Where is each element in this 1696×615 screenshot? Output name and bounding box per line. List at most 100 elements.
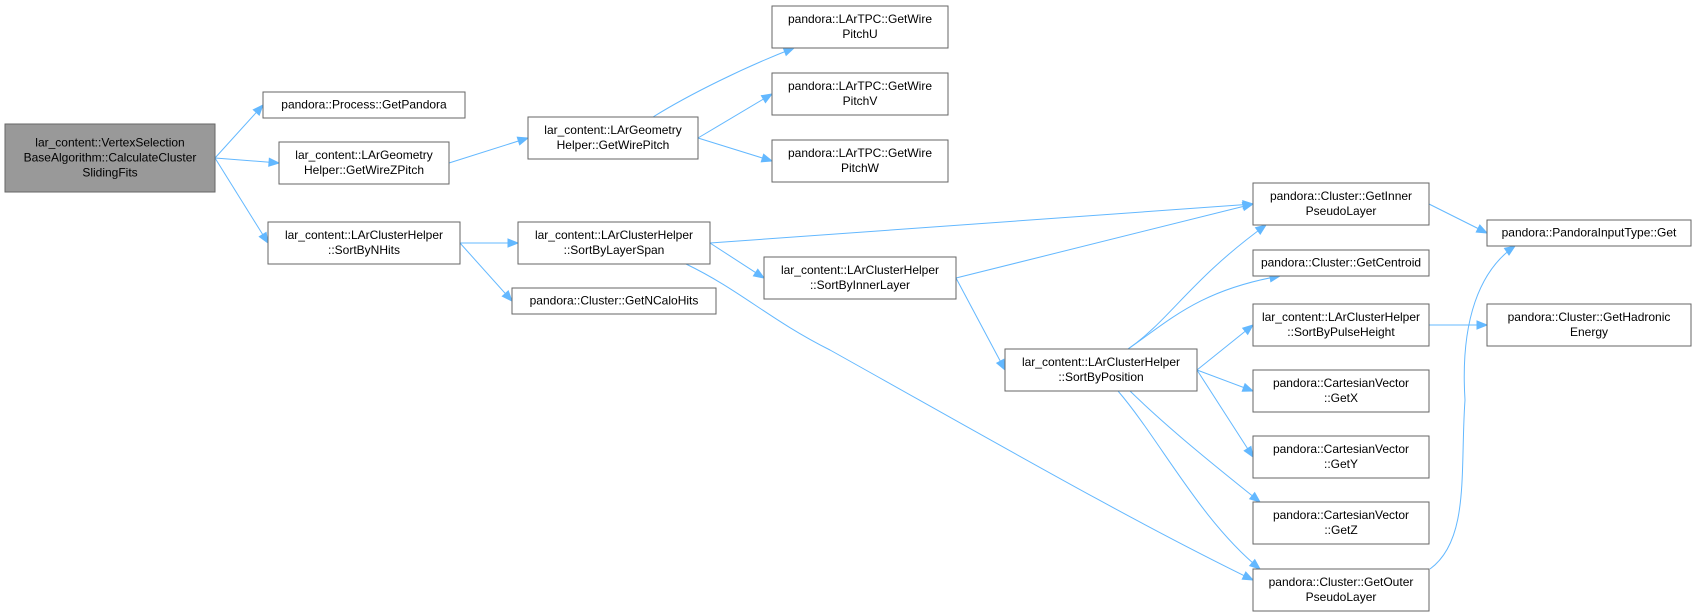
- call-edge-sortByPosition-to-sortByPulseHeight: [1196, 324, 1255, 371]
- node-label: PitchU: [842, 27, 877, 41]
- arrow-head-icon: [1503, 245, 1517, 256]
- edge-line: [652, 47, 795, 118]
- node-label: PseudoLayer: [1306, 204, 1377, 218]
- graph-node-getY[interactable]: pandora::CartesianVector::GetY: [1252, 435, 1430, 479]
- arrow-head-icon: [1241, 324, 1255, 336]
- node-label: ::SortByPulseHeight: [1287, 325, 1395, 339]
- node-label: ::SortByPosition: [1058, 370, 1143, 384]
- edge-line: [1129, 390, 1261, 503]
- arrow-head-icon: [1243, 445, 1254, 459]
- call-edge-sortByPosition-to-getOuterPseudoLayer: [1117, 390, 1262, 570]
- node-label: lar_content::LArClusterHelper: [535, 228, 693, 242]
- node-label: ::SortByNHits: [328, 243, 400, 257]
- call-edge-sortByPulseHeight-to-getHadronicEnergy: [1429, 320, 1489, 330]
- node-box: [511, 287, 717, 315]
- graph-node-getCentroid[interactable]: pandora::Cluster::GetCentroid: [1252, 249, 1430, 277]
- arrow-head-icon: [268, 157, 281, 167]
- graph-node-sortByNHits[interactable]: lar_content::LArClusterHelper::SortByNHi…: [267, 221, 461, 265]
- node-label: pandora::Cluster::GetNCaloHits: [530, 294, 699, 308]
- arrow-head-icon: [760, 93, 774, 104]
- node-label: pandora::LArTPC::GetWire: [788, 146, 932, 160]
- call-edge-getWirePitch-to-pitchV: [697, 93, 774, 139]
- node-label: Helper::GetWirePitch: [557, 138, 670, 152]
- graph-node-sortByPosition[interactable]: lar_content::LArClusterHelper::SortByPos…: [1004, 348, 1198, 392]
- arrow-head-icon: [1241, 382, 1255, 392]
- node-box: [763, 256, 957, 300]
- node-label: pandora::CartesianVector: [1273, 442, 1409, 456]
- call-edge-sortByNHits-to-getNCaloHits: [459, 242, 513, 303]
- node-label: lar_content::LArClusterHelper: [781, 263, 939, 277]
- node-box: [1252, 568, 1430, 612]
- call-edge-sortByInnerLayer-to-getInnerPseudoLayer: [955, 201, 1255, 279]
- node-label: pandora::Cluster::GetCentroid: [1261, 256, 1421, 270]
- node-label: pandora::CartesianVector: [1273, 508, 1409, 522]
- edge-line: [1196, 369, 1254, 458]
- node-box: [517, 221, 711, 265]
- node-label: ::GetZ: [1324, 523, 1357, 537]
- graph-node-sortByInnerLayer[interactable]: lar_content::LArClusterHelper::SortByInn…: [763, 256, 957, 300]
- node-label: pandora::Cluster::GetHadronic: [1508, 310, 1671, 324]
- graph-node-getWirePitch[interactable]: lar_content::LArGeometryHelper::GetWireP…: [527, 116, 699, 160]
- node-box: [771, 139, 949, 183]
- node-box: [4, 123, 216, 193]
- call-edge-sortByPosition-to-getY: [1196, 369, 1254, 459]
- call-graph-edges: [214, 47, 1517, 581]
- call-edge-root-to-getWireZPitch: [214, 157, 281, 167]
- graph-node-getWireZPitch[interactable]: lar_content::LArGeometryHelper::GetWireZ…: [278, 141, 450, 185]
- node-label: lar_content::LArClusterHelper: [1022, 355, 1180, 369]
- edge-line: [1196, 324, 1254, 371]
- arrow-head-icon: [507, 238, 520, 248]
- call-edge-getOuterPseudoLayer-to-inputTypeGet: [1429, 245, 1517, 570]
- node-box: [1252, 501, 1430, 545]
- edge-line: [1117, 390, 1261, 570]
- arrow-head-icon: [258, 231, 269, 245]
- arrow-head-icon: [752, 268, 766, 279]
- node-label: lar_content::LArClusterHelper: [285, 228, 443, 242]
- node-box: [771, 5, 949, 49]
- node-box: [1486, 219, 1692, 247]
- call-graph-nodes: lar_content::VertexSelectionBaseAlgorith…: [4, 5, 1692, 612]
- node-box: [262, 91, 466, 119]
- graph-node-getPandora[interactable]: pandora::Process::GetPandora: [262, 91, 466, 119]
- node-label: Energy: [1570, 325, 1608, 339]
- arrow-head-icon: [252, 104, 264, 116]
- graph-node-sortByPulseHeight[interactable]: lar_content::LArClusterHelper::SortByPul…: [1252, 303, 1430, 347]
- node-label: lar_content::VertexSelection: [35, 136, 184, 150]
- edge-line: [955, 277, 1006, 371]
- edge-line: [214, 157, 269, 244]
- node-label: BaseAlgorithm::CalculateCluster: [24, 151, 197, 165]
- edge-line: [1127, 275, 1281, 350]
- graph-node-getX[interactable]: pandora::CartesianVector::GetX: [1252, 369, 1430, 413]
- node-box: [278, 141, 450, 185]
- graph-node-getNCaloHits[interactable]: pandora::Cluster::GetNCaloHits: [511, 287, 717, 315]
- node-label: SlidingFits: [82, 166, 137, 180]
- arrow-head-icon: [1248, 491, 1262, 503]
- call-edge-sortByPosition-to-getX: [1196, 369, 1255, 392]
- node-label: pandora::PandoraInputType::Get: [1502, 226, 1677, 240]
- node-label: pandora::Cluster::GetInner: [1270, 189, 1412, 203]
- node-label: pandora::Cluster::GetOuter: [1269, 575, 1414, 589]
- node-box: [267, 221, 461, 265]
- node-label: ::SortByLayerSpan: [564, 243, 665, 257]
- node-box: [1252, 303, 1430, 347]
- edge-line: [1127, 224, 1267, 350]
- graph-node-sortByLayerSpan[interactable]: lar_content::LArClusterHelper::SortByLay…: [517, 221, 711, 265]
- edge-line: [214, 104, 264, 159]
- arrow-head-icon: [1475, 224, 1489, 234]
- node-label: ::GetX: [1324, 391, 1358, 405]
- edge-line: [709, 203, 1254, 244]
- graph-node-root[interactable]: lar_content::VertexSelectionBaseAlgorith…: [4, 123, 216, 193]
- graph-node-inputTypeGet[interactable]: pandora::PandoraInputType::Get: [1486, 219, 1692, 247]
- edge-line: [709, 242, 765, 279]
- node-label: pandora::Process::GetPandora: [281, 98, 447, 112]
- edge-line: [955, 203, 1254, 279]
- node-label: Helper::GetWireZPitch: [304, 163, 424, 177]
- graph-node-getZ[interactable]: pandora::CartesianVector::GetZ: [1252, 501, 1430, 545]
- arrow-head-icon: [1241, 201, 1255, 212]
